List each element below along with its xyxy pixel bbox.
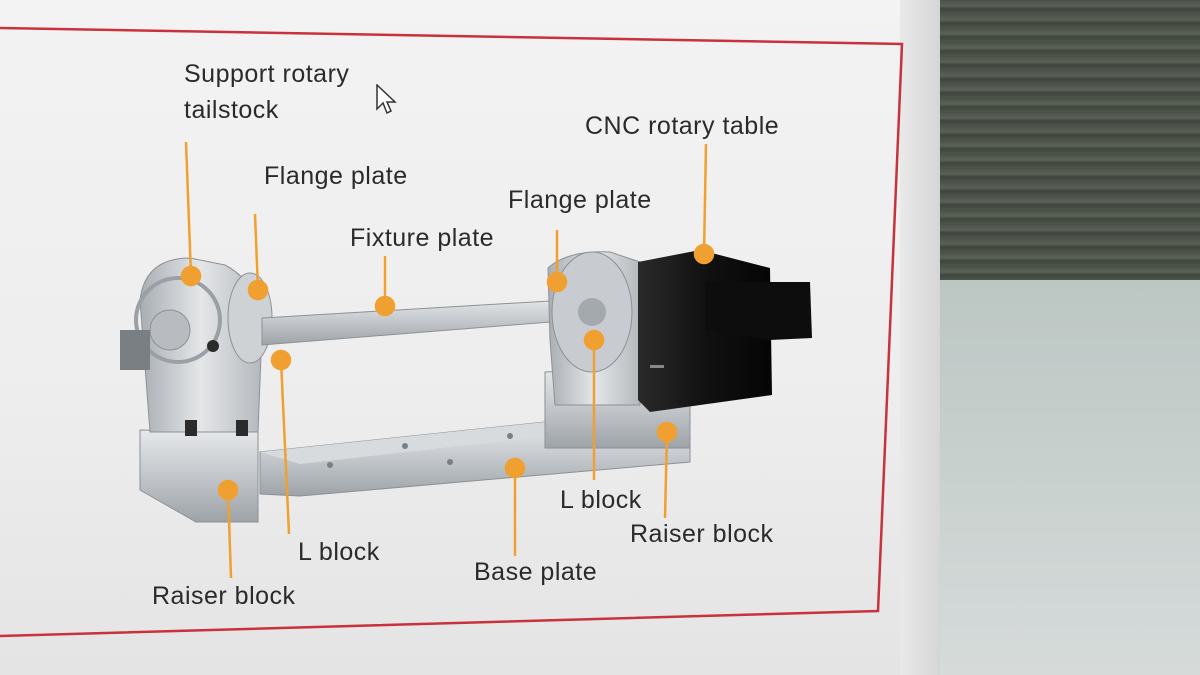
base-plate-hole — [447, 459, 453, 465]
callout-dot — [585, 331, 603, 349]
callout-dot — [272, 351, 290, 369]
label-base-plate: Base plate — [474, 556, 597, 589]
callout-dot — [506, 459, 524, 477]
callout-dot — [658, 423, 676, 441]
label-support-rotary-tailstock-line2: tailstock — [184, 94, 279, 127]
tailstock-bolt — [185, 420, 197, 436]
label-cnc-rotary-table: CNC rotary table — [585, 110, 779, 143]
label-raiser-block-right: Raiser block — [630, 518, 774, 551]
base-plate-hole — [327, 462, 333, 468]
label-raiser-block-left: Raiser block — [152, 580, 296, 613]
motor-label — [650, 365, 664, 368]
tailstock-handle — [120, 330, 150, 370]
label-l-block-left: L block — [298, 536, 380, 569]
callout-support-rotary-tailstock — [186, 142, 191, 276]
callout-dot — [219, 481, 237, 499]
raiser-block-left-shape — [140, 430, 258, 522]
label-fixture-plate: Fixture plate — [350, 222, 494, 255]
cnc-motor-end — [705, 282, 812, 340]
callout-dot — [376, 297, 394, 315]
label-l-block-right: L block — [560, 484, 642, 517]
callout-dot — [548, 273, 566, 291]
callout-dot — [182, 267, 200, 285]
base-plate-hole — [402, 443, 408, 449]
tailstock-hub — [150, 310, 190, 350]
label-flange-plate-left: Flange plate — [264, 160, 408, 193]
label-flange-plate-right: Flange plate — [508, 184, 652, 217]
callout-l-block-left — [281, 360, 289, 534]
tailstock-bolt — [236, 420, 248, 436]
label-support-rotary-tailstock-line1: Support rotary — [184, 58, 349, 91]
rotary-table-spindle — [578, 298, 606, 326]
mouse-cursor-icon — [376, 84, 398, 116]
callout-cnc-rotary-table — [704, 144, 706, 254]
callout-dot — [695, 245, 713, 263]
tailstock-bolt — [207, 340, 219, 352]
base-plate-hole — [507, 433, 513, 439]
callout-dot — [249, 281, 267, 299]
